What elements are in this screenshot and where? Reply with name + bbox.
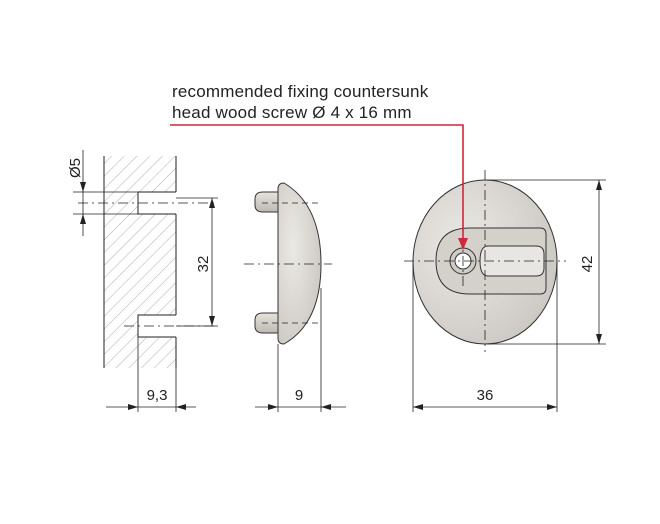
- panel-depth-label: 9,3: [147, 387, 168, 404]
- cap-front-view: [404, 170, 566, 352]
- width-label: 36: [477, 387, 494, 404]
- panel-depth-dimension: 9,3: [106, 337, 196, 412]
- panel-section: [78, 156, 214, 368]
- hole-diameter-label: Ø5: [67, 158, 84, 178]
- screw-leader: [170, 124, 468, 250]
- hole-spacing-label: 32: [195, 256, 212, 273]
- hole-spacing-dimension: 32: [176, 197, 218, 327]
- screw-note-line-2: head wood screw Ø 4 x 16 mm: [172, 103, 412, 122]
- cap-side-view: [244, 182, 332, 345]
- hole-diameter-dimension: Ø5: [67, 150, 138, 236]
- cap-depth-label: 9: [295, 387, 303, 404]
- width-dimension: 36: [412, 262, 558, 412]
- height-label: 42: [579, 256, 596, 273]
- cap-depth-dimension: 9: [255, 288, 346, 412]
- screw-note-line-1: recommended fixing countersunk: [172, 82, 429, 101]
- height-dimension: 42: [487, 179, 606, 345]
